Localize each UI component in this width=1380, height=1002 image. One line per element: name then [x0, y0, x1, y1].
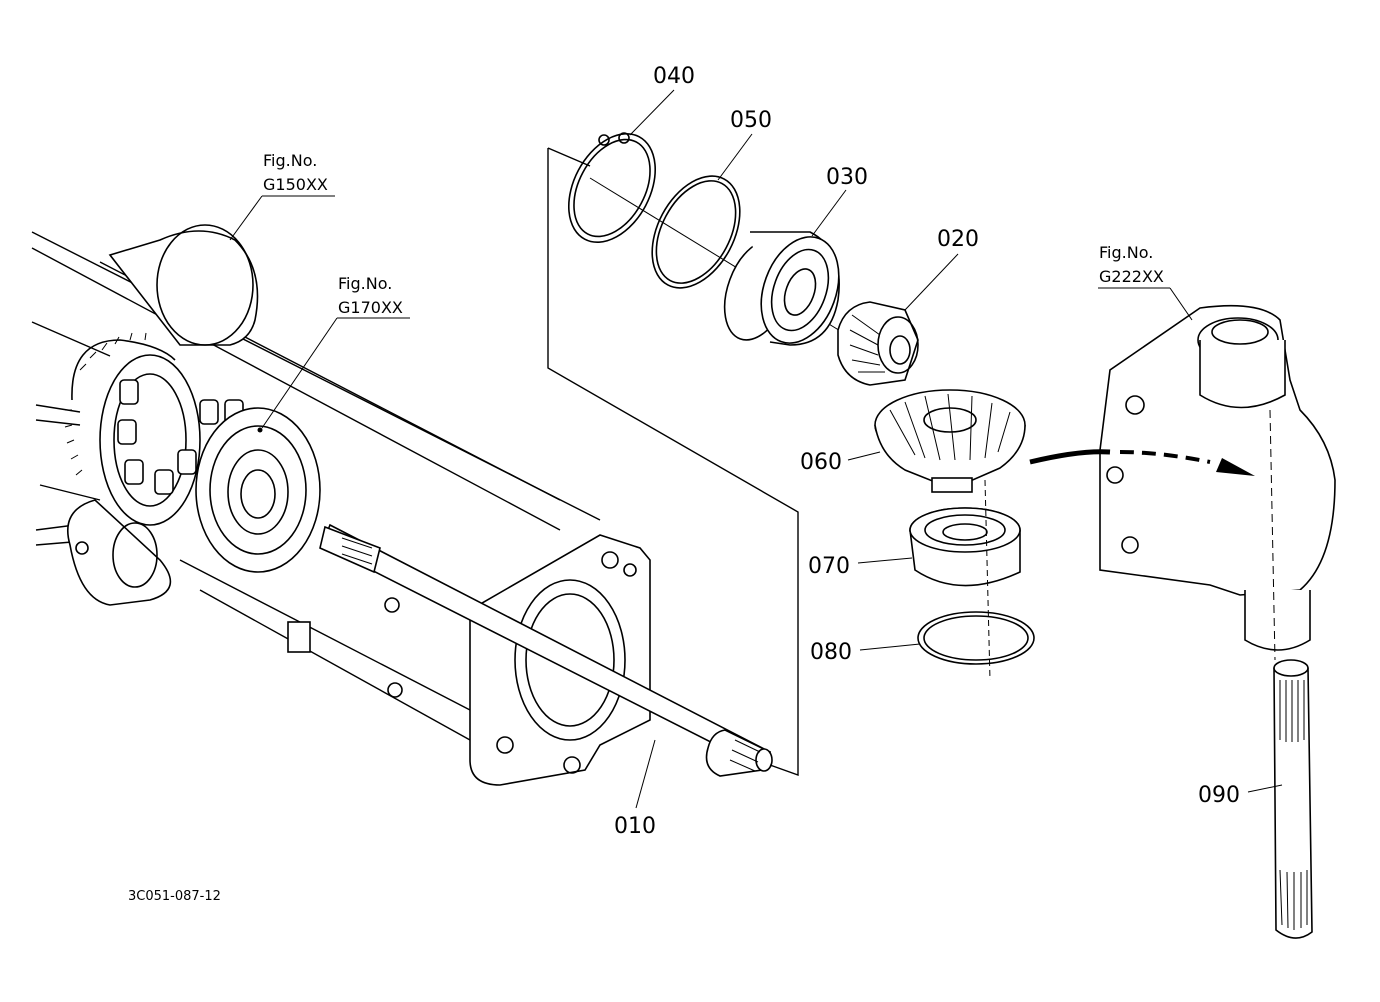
part-030-bearing	[723, 231, 840, 346]
bevel-gear-case	[1099, 304, 1336, 661]
leader-lines	[229, 89, 1283, 809]
fig-ref-g170-code: G170XX	[338, 298, 403, 317]
label-060: 060	[800, 450, 842, 475]
fig-ref-g222-prefix: Fig.No.	[1099, 243, 1153, 262]
label-090: 090	[1198, 783, 1240, 808]
label-010: 010	[614, 814, 656, 839]
part-010-shaft	[319, 523, 773, 777]
fig-ref-g222-code: G222XX	[1099, 267, 1164, 286]
part-080-washer	[917, 611, 1035, 665]
label-080: 080	[810, 640, 852, 665]
part-090-shaft	[1273, 659, 1313, 939]
part-040-snap-ring	[567, 132, 657, 244]
label-030: 030	[826, 165, 868, 190]
part-060-bevel-gear	[874, 389, 1026, 493]
label-050: 050	[730, 108, 772, 133]
label-070: 070	[808, 554, 850, 579]
label-020: 020	[937, 227, 979, 252]
fig-ref-g150-prefix: Fig.No.	[263, 151, 317, 170]
assembly-arrow	[1029, 449, 1255, 476]
part-070-bearing	[909, 507, 1021, 587]
part-050-ring	[651, 175, 741, 289]
label-040: 040	[653, 64, 695, 89]
fig-ref-g150-code: G150XX	[263, 175, 328, 194]
drawing-code: 3C051-087-12	[128, 889, 221, 904]
fig-ref-g170-prefix: Fig.No.	[338, 274, 392, 293]
part-020-pinion-gear	[837, 301, 919, 386]
